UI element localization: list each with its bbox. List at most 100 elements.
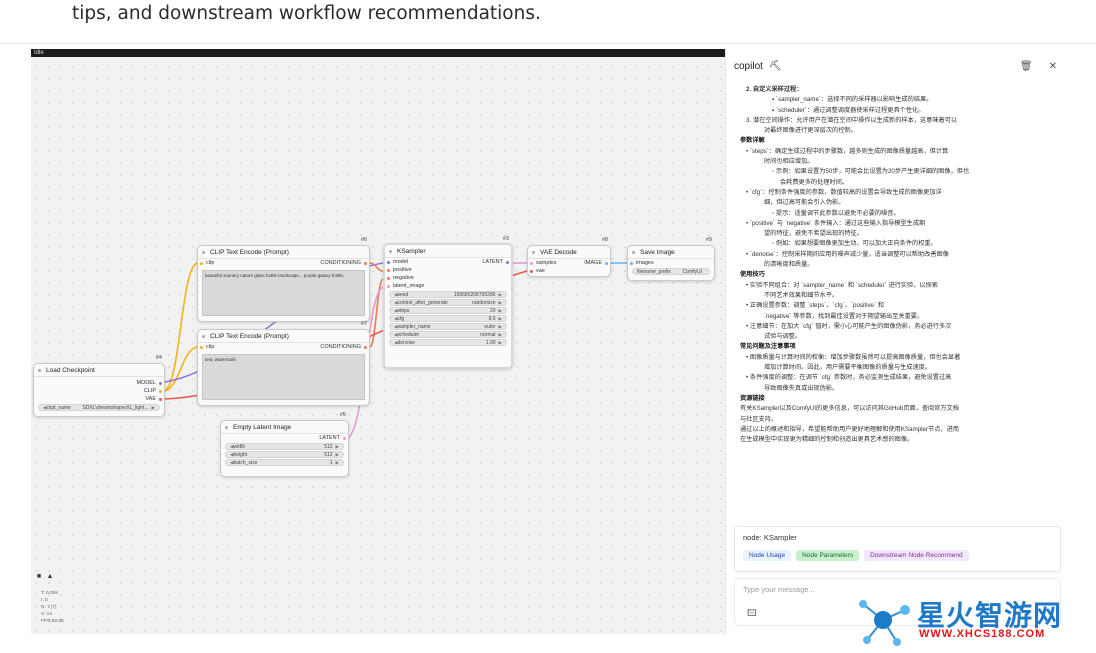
clip-text-encode-positive-node[interactable]: #6 CLIP Text Encode (Prompt) clip CONDIT…: [197, 237, 370, 322]
clip-text-encode-negative-node[interactable]: #7 CLIP Text Encode (Prompt) clip CONDIT…: [197, 321, 370, 406]
input-label: model: [393, 259, 408, 265]
ckpt-name-widget[interactable]: ◀ ckpt_name SDXL\dreamshaperXL_light... …: [38, 404, 160, 411]
close-icon[interactable]: ✕: [1048, 61, 1057, 72]
message-line: 望的特征，避免不希望出现的特征。: [764, 230, 863, 238]
node-id: #8: [601, 237, 608, 243]
decrement-arrow-icon[interactable]: ◀: [394, 339, 398, 345]
decrement-arrow-icon[interactable]: ◀: [394, 299, 398, 305]
input-vae[interactable]: vae: [528, 267, 610, 275]
message-heading: 常见问题及注意事项: [740, 343, 796, 351]
copilot-panel: copilot ⛏ 🗑 ✕ 2. 自定义采样过程： ▪ `sampler_nam…: [725, 49, 1069, 634]
output-vae[interactable]: VAE: [34, 395, 164, 403]
increment-arrow-icon[interactable]: ▶: [498, 339, 502, 345]
message-line: 导致图像失真或出现伪影。: [764, 384, 839, 392]
input-images[interactable]: images: [628, 259, 714, 267]
input-negative[interactable]: negative: [385, 274, 511, 282]
message-input[interactable]: Type your message... 🖾: [734, 578, 1061, 626]
decrement-arrow-icon[interactable]: ◀: [394, 331, 398, 337]
decrement-arrow-icon[interactable]: ◀: [230, 459, 234, 465]
increment-arrow-icon[interactable]: ▶: [335, 459, 339, 465]
decrement-arrow-icon[interactable]: ◀: [394, 315, 398, 321]
prompt-textarea[interactable]: beautiful scenery nature glass bottle la…: [202, 270, 365, 316]
input-positive[interactable]: positive: [385, 266, 511, 274]
output-latent[interactable]: LATENT: [221, 434, 348, 442]
output-dot[interactable]: [364, 345, 367, 349]
input-samples[interactable]: samples IMAGE: [528, 259, 610, 267]
output-conditioning[interactable]: CONDITIONING: [320, 260, 361, 266]
output-model[interactable]: MODEL: [34, 379, 164, 387]
screenshot-frame: [0, 43, 1096, 643]
increment-arrow-icon[interactable]: ▶: [335, 451, 339, 457]
output-clip[interactable]: CLIP: [34, 387, 164, 395]
decrement-arrow-icon[interactable]: ◀: [43, 404, 47, 410]
input-clip[interactable]: clip CONDITIONING: [198, 343, 369, 351]
message-line: `negative` 等参数，找到最佳设置对于期望输出至关重要。: [764, 312, 924, 320]
increment-arrow-icon[interactable]: ▶: [151, 404, 155, 410]
increment-arrow-icon[interactable]: ▶: [498, 307, 502, 313]
widget-value: 8.0: [488, 315, 496, 322]
node-title: VAE Decode: [528, 246, 610, 259]
input-model[interactable]: model LATENT: [385, 258, 511, 266]
downstream-node-recommend-button[interactable]: Downstream Node Recommend: [864, 550, 969, 561]
increment-arrow-icon[interactable]: ▶: [335, 443, 339, 449]
increment-arrow-icon[interactable]: ▶: [498, 315, 502, 321]
decrement-arrow-icon[interactable]: ◀: [394, 323, 398, 329]
fit-view-icon[interactable]: ■: [36, 573, 42, 580]
node-parameters-button[interactable]: Node Parameters: [796, 550, 860, 561]
increment-arrow-icon[interactable]: ▶: [498, 291, 502, 297]
increment-arrow-icon[interactable]: ▶: [498, 323, 502, 329]
ksampler-node[interactable]: #3 KSampler model LATENT positive negati…: [383, 236, 513, 369]
widget-label: cfg: [397, 315, 405, 322]
increment-arrow-icon[interactable]: ▶: [498, 331, 502, 337]
output-dot[interactable]: [364, 261, 367, 265]
output-dot[interactable]: [506, 260, 509, 264]
message-line: • `denoise`：控制采样期间应用的噪声减少量，适当调整可以帮助改善图像: [746, 250, 949, 258]
widget-label: seed: [397, 291, 409, 298]
increment-arrow-icon[interactable]: ▶: [498, 299, 502, 305]
node-title: Load Checkpoint: [34, 364, 164, 377]
decrement-arrow-icon[interactable]: ◀: [394, 291, 398, 297]
input-clip[interactable]: clip CONDITIONING: [198, 259, 369, 267]
widget-label: steps: [397, 307, 410, 314]
node-usage-button[interactable]: Node Usage: [743, 550, 792, 561]
output-dot[interactable]: [605, 261, 608, 265]
image-upload-icon[interactable]: 🖾: [747, 608, 757, 618]
node-canvas[interactable]: Idle #4 Load Checkpoint MODEL CLIP VAE ◀…: [31, 49, 725, 634]
message-heading: 参数详解: [740, 137, 765, 145]
widget-label: filename_prefix: [637, 268, 671, 275]
pin-icon[interactable]: ▲: [46, 573, 54, 580]
output-image[interactable]: IMAGE: [584, 260, 602, 266]
message-line: 在生成模型中实现更为精细的控制和创造出更具艺术感的图像。: [740, 436, 914, 444]
decrement-arrow-icon[interactable]: ◀: [394, 307, 398, 313]
node-context-label: node: KSampler: [743, 533, 797, 542]
output-conditioning[interactable]: CONDITIONING: [320, 344, 361, 350]
link-layer: [164, 262, 627, 440]
decrement-arrow-icon[interactable]: ◀: [230, 443, 234, 449]
trash-icon[interactable]: 🗑: [1019, 61, 1033, 72]
decrement-arrow-icon[interactable]: ◀: [230, 451, 234, 457]
cfg-widget[interactable]: ◀cfg 8.0▶: [389, 315, 507, 322]
message-line: 的清晰度和质量。: [764, 261, 814, 269]
input-latent-image[interactable]: latent_image: [385, 282, 511, 290]
vae-decode-node[interactable]: #8 VAE Decode samples IMAGE vae: [527, 237, 611, 277]
output-latent[interactable]: LATENT: [482, 259, 503, 265]
message-line: • 条件强度的调整：在调节 `cfg` 参数时，务必监测生成结果，避免设置过高: [746, 374, 952, 382]
prompt-textarea[interactable]: text, watermark: [202, 354, 365, 400]
node-context-box: node: KSampler Node Usage Node Parameter…: [734, 526, 1061, 572]
message-line: • `steps`：确定生成过程中的步骤数，越多则生成的图像质量越高，但计算: [746, 147, 949, 155]
message-line: 与社区支持。: [740, 415, 778, 423]
message-line: 3. 潜在空间操作：允许用户在潜在空间中操作以生成新的样本，这意味着可以: [746, 116, 958, 124]
load-checkpoint-node[interactable]: #4 Load Checkpoint MODEL CLIP VAE ◀ ckpt…: [33, 355, 165, 417]
